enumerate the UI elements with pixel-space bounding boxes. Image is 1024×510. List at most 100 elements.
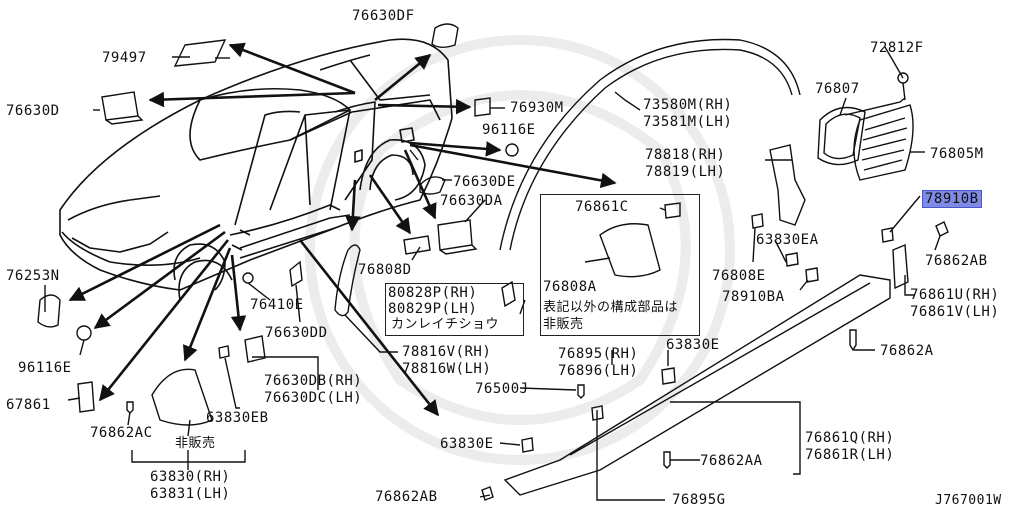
part-label-78816V[interactable]: 78816V(RH) (402, 344, 492, 360)
part-label-76630DA[interactable]: 76630DA (440, 193, 503, 209)
clip-96116E-left (76, 325, 92, 341)
part-label-76896[interactable]: 76896(LH) (558, 363, 639, 379)
clip-63830E-mid (661, 367, 676, 385)
part-label-76861Q[interactable]: 76861Q(RH) (805, 430, 895, 446)
part-label-80828P[interactable]: 80828P(RH) (388, 285, 478, 301)
side-sill-76861Q (503, 274, 891, 496)
part-label-67861[interactable]: 67861 (6, 397, 51, 413)
part-label-80829P[interactable]: 80829P(LH) (388, 301, 478, 317)
part-label-76861R[interactable]: 76861R(LH) (805, 447, 895, 463)
part-label-78910BA[interactable]: 78910BA (722, 289, 785, 305)
pad-67861 (77, 381, 95, 413)
part-76630DF (431, 23, 459, 48)
mudflap-76861C (599, 223, 661, 278)
screw-76862AB-b (481, 486, 494, 501)
part-label-96116E-left[interactable]: 96116E (18, 360, 72, 376)
pad-76630D (101, 91, 144, 125)
flap-76253N (37, 294, 61, 328)
part-label-76253N[interactable]: 76253N (6, 268, 60, 284)
mudflap-63830 (151, 368, 213, 426)
clip-76895G (591, 405, 604, 421)
part-label-63830E-low[interactable]: 63830E (440, 436, 494, 452)
screw-76862AC (126, 401, 134, 414)
pad-76930M (474, 97, 491, 117)
pad-76630DA (437, 219, 478, 255)
part-label-76862AA[interactable]: 76862AA (700, 453, 763, 469)
part-label-63830E-mid[interactable]: 63830E (666, 337, 720, 353)
moulding-73580M (499, 38, 801, 251)
part-sketches (37, 23, 949, 501)
part-label-76861U[interactable]: 76861U(RH) (910, 287, 1000, 303)
part-76630DB (244, 335, 266, 363)
part-label-76630DB[interactable]: 76630DB(RH) (264, 373, 363, 389)
leader-lines (44, 42, 941, 501)
grommet-76410E (242, 272, 254, 284)
mudflap-kit-box (540, 194, 700, 336)
part-label-76862AB-bottom[interactable]: 76862AB (375, 489, 438, 505)
clip-63830E-low (521, 437, 534, 453)
part-label-76630D[interactable]: 76630D (6, 103, 60, 119)
part-label-78819[interactable]: 78819(LH) (645, 164, 726, 180)
part-label-76630DC[interactable]: 76630DC(LH) (264, 390, 363, 406)
clip-76808E (751, 213, 764, 229)
part-label-76895[interactable]: 76895(RH) (558, 346, 639, 362)
part-label-78818[interactable]: 78818(RH) (645, 147, 726, 163)
katakana-note: カンレイチショウ (391, 317, 500, 332)
part-label-73580M[interactable]: 73580M(RH) (643, 97, 733, 113)
part-label-63831[interactable]: 63831(LH) (150, 486, 231, 502)
roof-panel-79497 (173, 39, 227, 67)
diagram-id: J767001W (935, 493, 1002, 508)
part-label-76861C[interactable]: 76861C (575, 199, 629, 215)
screw-76500J (577, 384, 585, 399)
car-body-outline (59, 38, 453, 301)
part-label-76862AB-right[interactable]: 76862AB (925, 253, 988, 269)
frame-76807 (817, 106, 866, 166)
screw-76862AB-r (935, 221, 949, 237)
part-label-76862AC[interactable]: 76862AC (90, 425, 153, 441)
box-note-line-1: 表記以外の構成部品は (543, 300, 679, 315)
part-label-76630DE[interactable]: 76630DE (453, 174, 516, 190)
part-label-76630DD[interactable]: 76630DD (265, 325, 328, 341)
bracket-76861U (892, 243, 909, 290)
part-label-76895G[interactable]: 76895G (672, 492, 726, 508)
part-label-96116E-top[interactable]: 96116E (482, 122, 536, 138)
part-label-76808D[interactable]: 76808D (358, 262, 412, 278)
part-76861C-clip (664, 202, 681, 219)
part-label-63830EA[interactable]: 63830EA (756, 232, 819, 248)
part-label-76861V[interactable]: 76861V(LH) (910, 304, 1000, 320)
clip-63830EA (785, 252, 799, 267)
label-80828P-box (385, 283, 524, 336)
not-for-sale-note: 非販売 (175, 436, 216, 451)
strip-78816V (334, 244, 361, 317)
part-label-76862A[interactable]: 76862A (880, 343, 934, 359)
watermark-emblem (305, 35, 735, 465)
pad-78910B-clip (881, 227, 894, 243)
part-label-63830[interactable]: 63830(RH) (150, 469, 231, 485)
part-label-76808E[interactable]: 76808E (712, 268, 766, 284)
part-label-76500J[interactable]: 76500J (475, 381, 529, 397)
clip-96116E-top (505, 143, 519, 157)
part-label-76930M[interactable]: 76930M (510, 100, 564, 116)
flag-80828P (501, 280, 516, 308)
grille-76805M (853, 104, 914, 181)
pad-76808D (403, 235, 431, 255)
part-label-76410E[interactable]: 76410E (250, 297, 304, 313)
bracket-78818 (769, 144, 806, 226)
part-label-79497[interactable]: 79497 (102, 50, 147, 66)
part-label-73581M[interactable]: 73581M(LH) (643, 114, 733, 130)
clip-63830EB (218, 345, 230, 359)
part-label-76807[interactable]: 76807 (815, 81, 860, 97)
part-label-78816W[interactable]: 78816W(LH) (402, 361, 492, 377)
part-label-76805M[interactable]: 76805M (930, 146, 984, 162)
part-76630DD (289, 260, 303, 288)
clip-78910BA (805, 267, 819, 283)
part-label-63830EB[interactable]: 63830EB (206, 410, 269, 426)
part-label-76808A[interactable]: 76808A (543, 279, 597, 295)
part-label-78910B-selected[interactable]: 78910B (922, 190, 982, 208)
part-label-76630DF[interactable]: 76630DF (352, 8, 415, 24)
box-note-line-2: 非販売 (543, 317, 584, 332)
part-label-72812F[interactable]: 72812F (870, 40, 924, 56)
screw-76862AA (663, 451, 671, 469)
